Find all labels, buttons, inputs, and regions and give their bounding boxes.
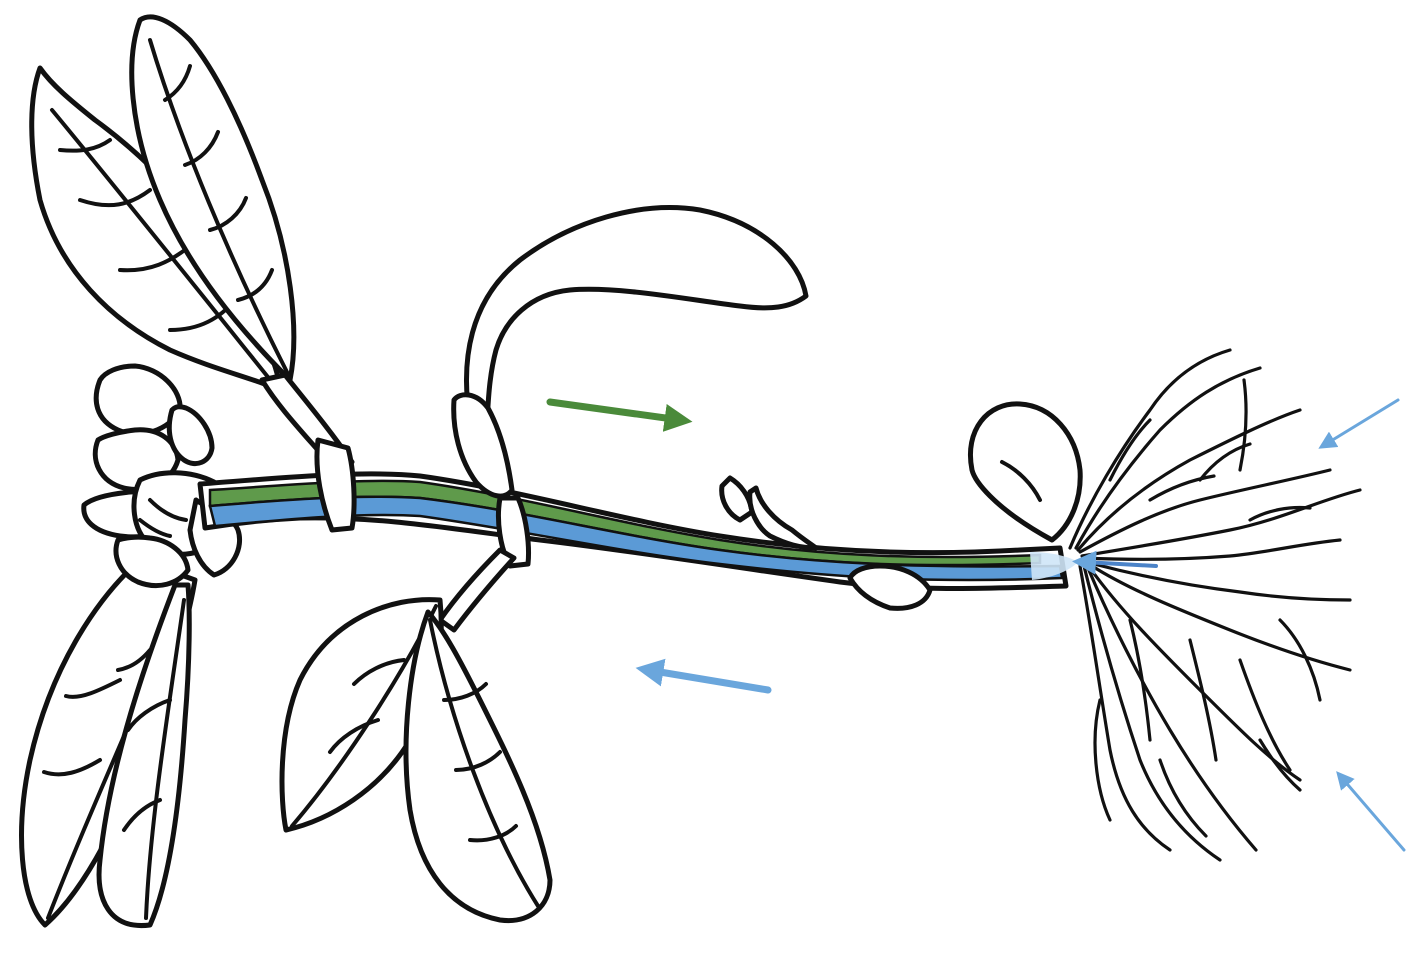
shoot-tip-bud: [84, 366, 240, 586]
arrow-down-left-icon: [1326, 400, 1398, 444]
sugar-flow-arrow: [550, 402, 680, 420]
arrow-up-left-icon: [1342, 778, 1404, 850]
soil-water-arrow-bottom: [1342, 778, 1404, 850]
water-flow-arrow: [648, 670, 768, 690]
arrow-right-icon: [550, 402, 680, 420]
lower-middle-petiole: [440, 550, 514, 630]
arrow-left-icon: [648, 670, 768, 690]
soil-water-arrow-top: [1326, 400, 1398, 444]
root-system: [1070, 350, 1360, 860]
middle-curled-leaf: [454, 208, 806, 497]
lower-middle-leaf-right: [406, 612, 550, 921]
cotyledon: [970, 404, 1080, 540]
